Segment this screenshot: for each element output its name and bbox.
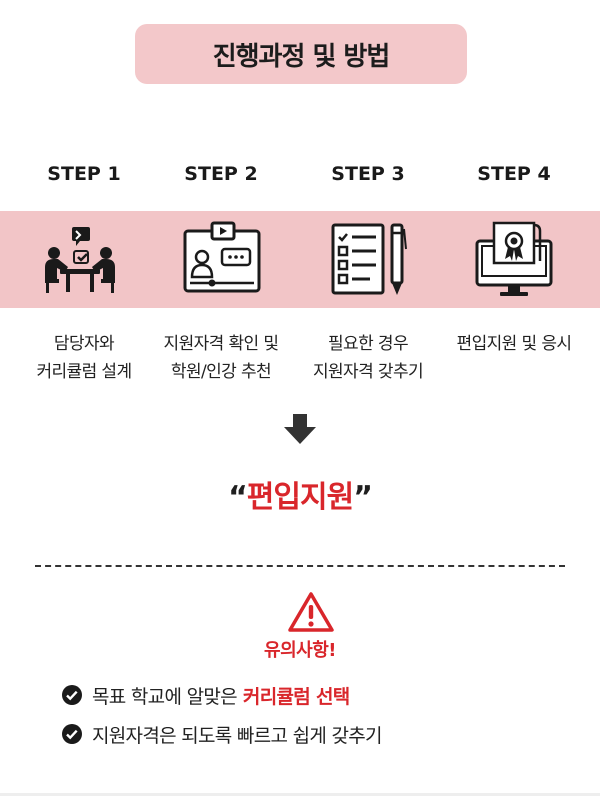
step-4-label: STEP 4 (477, 163, 551, 185)
step-2-desc-line-1: 지원자격 확인 및 (163, 334, 279, 354)
result-text: 편입지원 (246, 480, 354, 515)
note-item-2: 지원자격은 되도록 빠르고 쉽게 갖추기 (62, 719, 383, 749)
step-3-desc-line-1: 필요한 경우 (327, 334, 409, 354)
step-1-desc-line-2: 커리큘럼 설계 (36, 362, 132, 382)
result-highlight: “편입지원” (0, 472, 600, 516)
step-1-label: STEP 1 (47, 163, 121, 185)
open-quote: “ (228, 480, 248, 515)
check-circle-icon (62, 724, 82, 744)
dashed-divider (35, 565, 565, 567)
step-3-desc-line-2: 지원자격 갖추기 (312, 362, 424, 382)
warning-title: 유의사항! (264, 640, 336, 661)
note-2-text: 지원자격은 되도록 빠르고 쉽게 갖추기 (92, 724, 383, 747)
checklist-icon (331, 223, 407, 295)
step-3-description: 필요한 경우 지원자격 갖추기 (293, 330, 443, 386)
bottom-edge-line (0, 793, 600, 796)
step-icon-band (0, 211, 600, 308)
note-1-emphasis: 커리큘럼 선택 (242, 685, 350, 708)
step-labels: STEP 1 STEP 2 STEP 3 STEP 4 (0, 163, 600, 193)
consultation-icon (45, 227, 115, 293)
note-item-1: 목표 학교에 알맞은 커리큘럼 선택 (62, 680, 350, 710)
step-1-desc-line-1: 담당자와 (53, 334, 115, 354)
warning-triangle-icon (288, 592, 334, 632)
certificate-monitor-icon (475, 221, 553, 296)
step-2-desc-line-2: 학원/인강 추천 (170, 362, 272, 382)
down-arrow-icon (284, 414, 316, 444)
section-title-box: 진행과정 및 방법 (135, 24, 467, 84)
step-4-description: 편입지원 및 응시 (439, 330, 589, 358)
check-circle-icon (62, 685, 82, 705)
step-3-label: STEP 3 (331, 163, 405, 185)
note-1-text: 목표 학교에 알맞은 (92, 685, 238, 708)
step-1-description: 담당자와 커리큘럼 설계 (9, 330, 159, 386)
close-quote: ” (353, 480, 373, 515)
video-lecture-icon (183, 221, 261, 293)
section-title: 진행과정 및 방법 (212, 41, 391, 72)
step-2-description: 지원자격 확인 및 학원/인강 추천 (146, 330, 296, 386)
step-2-label: STEP 2 (184, 163, 258, 185)
step-4-desc-line-1: 편입지원 및 응시 (456, 334, 572, 354)
